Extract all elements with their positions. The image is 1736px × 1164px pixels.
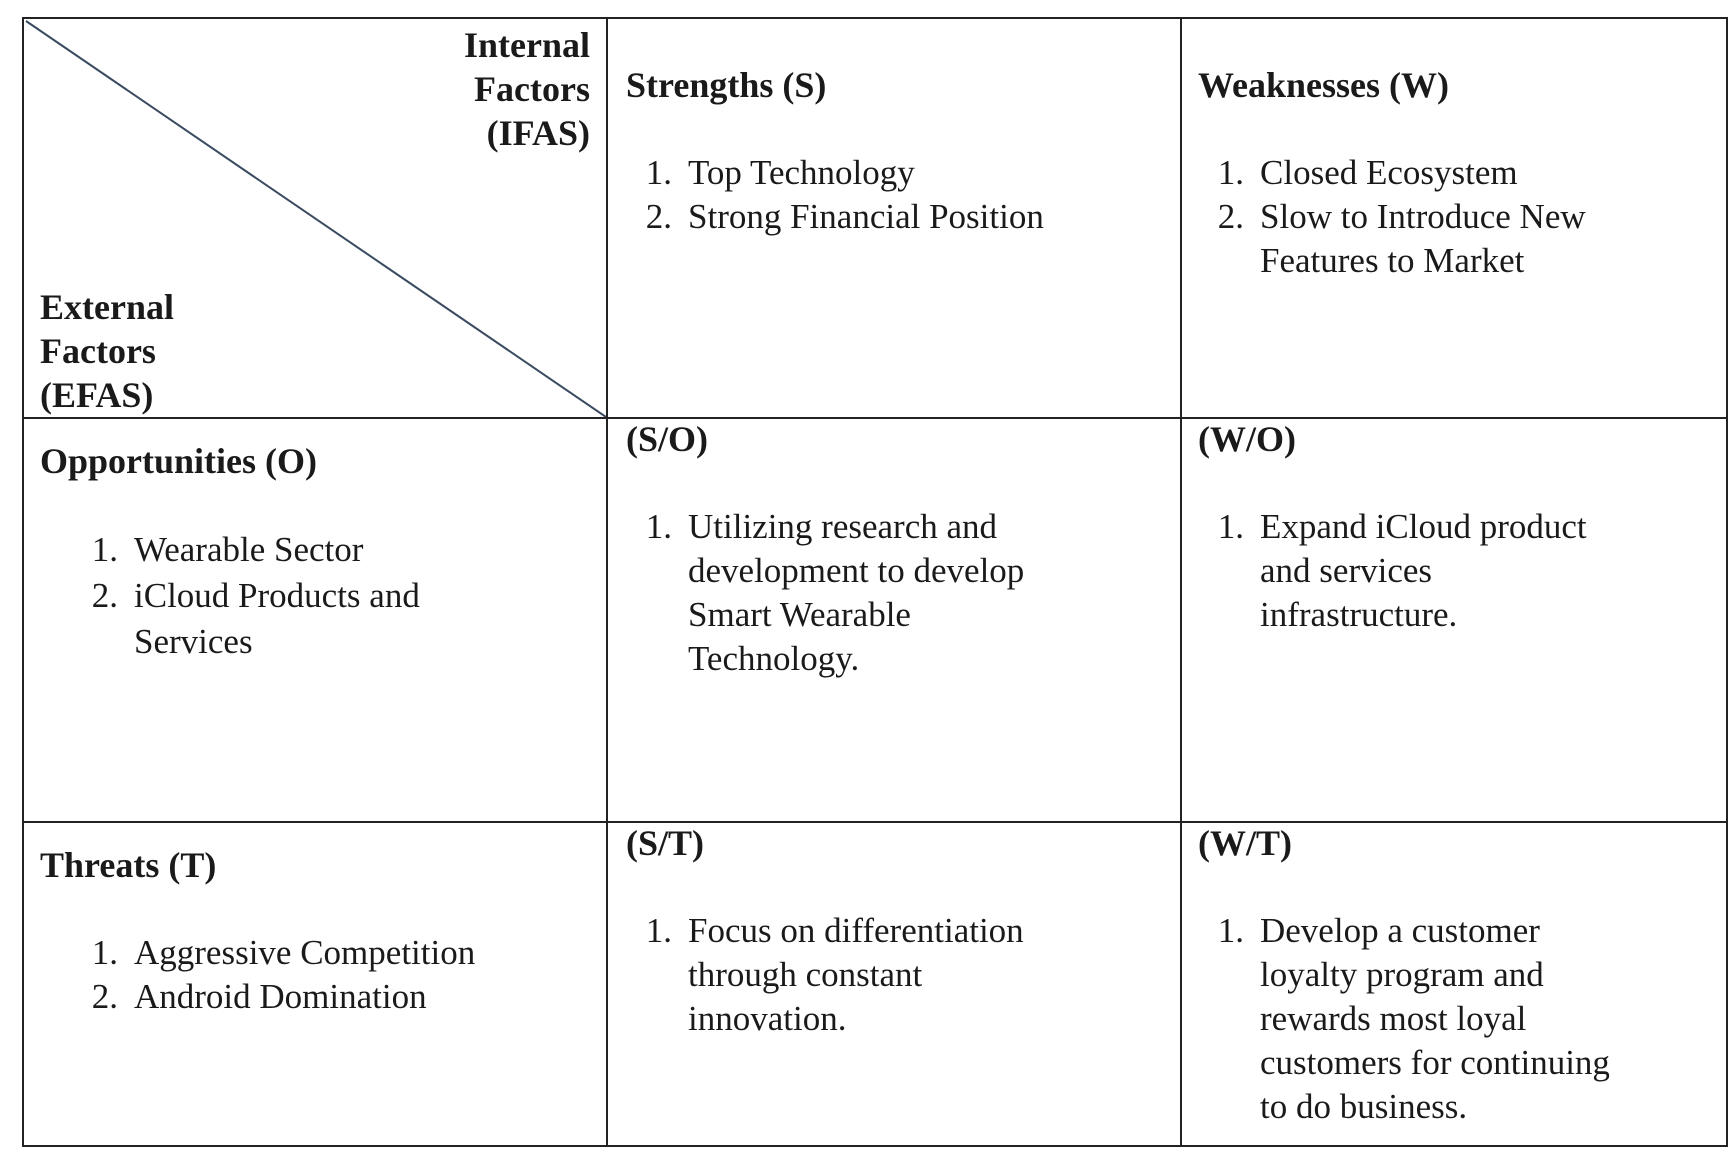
column-divider-1 <box>606 19 608 1145</box>
list-item-text-line: loyalty program and <box>1260 955 1544 994</box>
threats-heading: Threats (T) <box>40 845 217 885</box>
st-heading: (S/T) <box>626 823 705 863</box>
internal-factors-line: Internal <box>464 25 590 65</box>
weaknesses-cell: Weaknesses (W) 1. Closed Ecosystem 2. Slow … <box>1182 19 1728 417</box>
list-item: 2. Android Domination <box>72 975 475 1019</box>
list-item-text-line: customers for continuing <box>1260 1043 1610 1082</box>
list-item-number: 1. <box>1217 911 1244 950</box>
list-item-text-line: Slow to Introduce New <box>1260 197 1586 236</box>
list-item-text-line: Focus on differentiation <box>688 911 1024 950</box>
list-item-text-line: Closed Ecosystem <box>1260 153 1518 192</box>
list-item: 1. Aggressive Competition <box>72 931 475 975</box>
list-item-text-line: Technology. <box>688 639 860 678</box>
threats-list: 1. Aggressive Competition 2. Android Domina… <box>72 931 475 1019</box>
list-item-text-line: iCloud Products and <box>134 576 420 615</box>
corner-cell: Internal Factors (IFAS) External Factors… <box>24 19 606 417</box>
list-item-text-line: to do business. <box>1260 1087 1468 1126</box>
internal-factors-line: Factors <box>474 69 590 109</box>
internal-factors-label: Internal Factors (IFAS) <box>464 23 590 155</box>
list-item-text-line: through constant <box>688 955 923 994</box>
wo-list: 1. Expand iCloud product and services infra… <box>1198 505 1587 637</box>
list-item-number: 1. <box>1217 507 1244 546</box>
wo-strategy-cell: (W/O) 1. Expand iCloud product and service… <box>1182 419 1728 821</box>
list-item-number: 1. <box>645 911 672 950</box>
external-factors-label: External Factors (EFAS) <box>40 285 174 417</box>
list-item-text-line: Expand iCloud product <box>1260 507 1587 546</box>
corner-diagonal-line <box>25 20 606 417</box>
list-item-number: 2. <box>91 977 118 1016</box>
column-divider-2 <box>1180 19 1182 1145</box>
row-divider-1 <box>24 417 1726 419</box>
list-item-text-line: Smart Wearable <box>688 595 911 634</box>
threats-cell: Threats (T) 1. Aggressive Competition 2. An… <box>24 823 606 1147</box>
list-item-text-line: and services <box>1260 551 1433 590</box>
list-item-number: 1. <box>645 507 672 546</box>
list-item-number: 1. <box>91 933 118 972</box>
list-item-number: 2. <box>1217 197 1244 236</box>
opportunities-cell: Opportunities (O) 1. Wearable Sector 2. iCl… <box>24 419 606 821</box>
external-factors-line: (EFAS) <box>40 375 154 415</box>
so-heading: (S/O) <box>626 419 709 459</box>
st-strategy-cell: (S/T) 1. Focus on differentiation through … <box>608 823 1180 1147</box>
list-item: 1. Utilizing research and development to d… <box>626 505 1025 681</box>
list-item-text-line: infrastructure. <box>1260 595 1458 634</box>
list-item: 1. Closed Ecosystem <box>1198 151 1586 195</box>
list-item: 1. Wearable Sector <box>72 527 420 573</box>
list-item-number: 2. <box>645 197 672 236</box>
strengths-heading: Strengths (S) <box>626 65 827 105</box>
strengths-list: 1. Top Technology 2. Strong Financial Posit… <box>626 151 1044 239</box>
external-factors-line: External <box>40 287 174 327</box>
list-item-text-line: Services <box>134 622 253 661</box>
wt-list: 1. Develop a customer loyalty program and r… <box>1198 909 1610 1129</box>
list-item-text-line: Top Technology <box>688 153 915 192</box>
wt-strategy-cell: (W/T) 1. Develop a customer loyalty progra… <box>1182 823 1728 1147</box>
list-item-text-line: rewards most loyal <box>1260 999 1527 1038</box>
weaknesses-list: 1. Closed Ecosystem 2. Slow to Introduce Ne… <box>1198 151 1586 283</box>
list-item-text-line: Wearable Sector <box>134 530 364 569</box>
weaknesses-heading: Weaknesses (W) <box>1198 65 1449 105</box>
list-item-number: 1. <box>91 530 118 569</box>
wo-heading: (W/O) <box>1198 419 1296 459</box>
list-item-number: 1. <box>645 153 672 192</box>
list-item: 2. Strong Financial Position <box>626 195 1044 239</box>
list-item-text-line: Utilizing research and <box>688 507 998 546</box>
list-item-number: 1. <box>1217 153 1244 192</box>
row-divider-2 <box>24 821 1726 823</box>
internal-factors-line: (IFAS) <box>486 113 590 153</box>
st-list: 1. Focus on differentiation through consta… <box>626 909 1024 1041</box>
strengths-cell: Strengths (S) 1. Top Technology 2. Strong F… <box>608 19 1180 417</box>
wt-heading: (W/T) <box>1198 823 1292 863</box>
list-item: 1. Focus on differentiation through consta… <box>626 909 1024 1041</box>
list-item-text-line: innovation. <box>688 999 847 1038</box>
so-list: 1. Utilizing research and development to d… <box>626 505 1025 681</box>
list-item: 1. Develop a customer loyalty program and r… <box>1198 909 1610 1129</box>
list-item: 1. Expand iCloud product and services infra… <box>1198 505 1587 637</box>
opportunities-heading: Opportunities (O) <box>40 441 318 481</box>
list-item-number: 2. <box>91 576 118 615</box>
external-factors-line: Factors <box>40 331 156 371</box>
so-strategy-cell: (S/O) 1. Utilizing research and developmen… <box>608 419 1180 821</box>
swot-matrix-table: Internal Factors (IFAS) External Factors… <box>22 17 1728 1147</box>
list-item-text-line: Features to Market <box>1260 241 1525 280</box>
list-item-text-line: Develop a customer <box>1260 911 1540 950</box>
list-item: 1. Top Technology <box>626 151 1044 195</box>
list-item-text-line: Strong Financial Position <box>688 197 1044 236</box>
list-item-text-line: Aggressive Competition <box>134 933 476 972</box>
list-item-text-line: development to develop <box>688 551 1025 590</box>
list-item-text-line: Android Domination <box>134 977 427 1016</box>
